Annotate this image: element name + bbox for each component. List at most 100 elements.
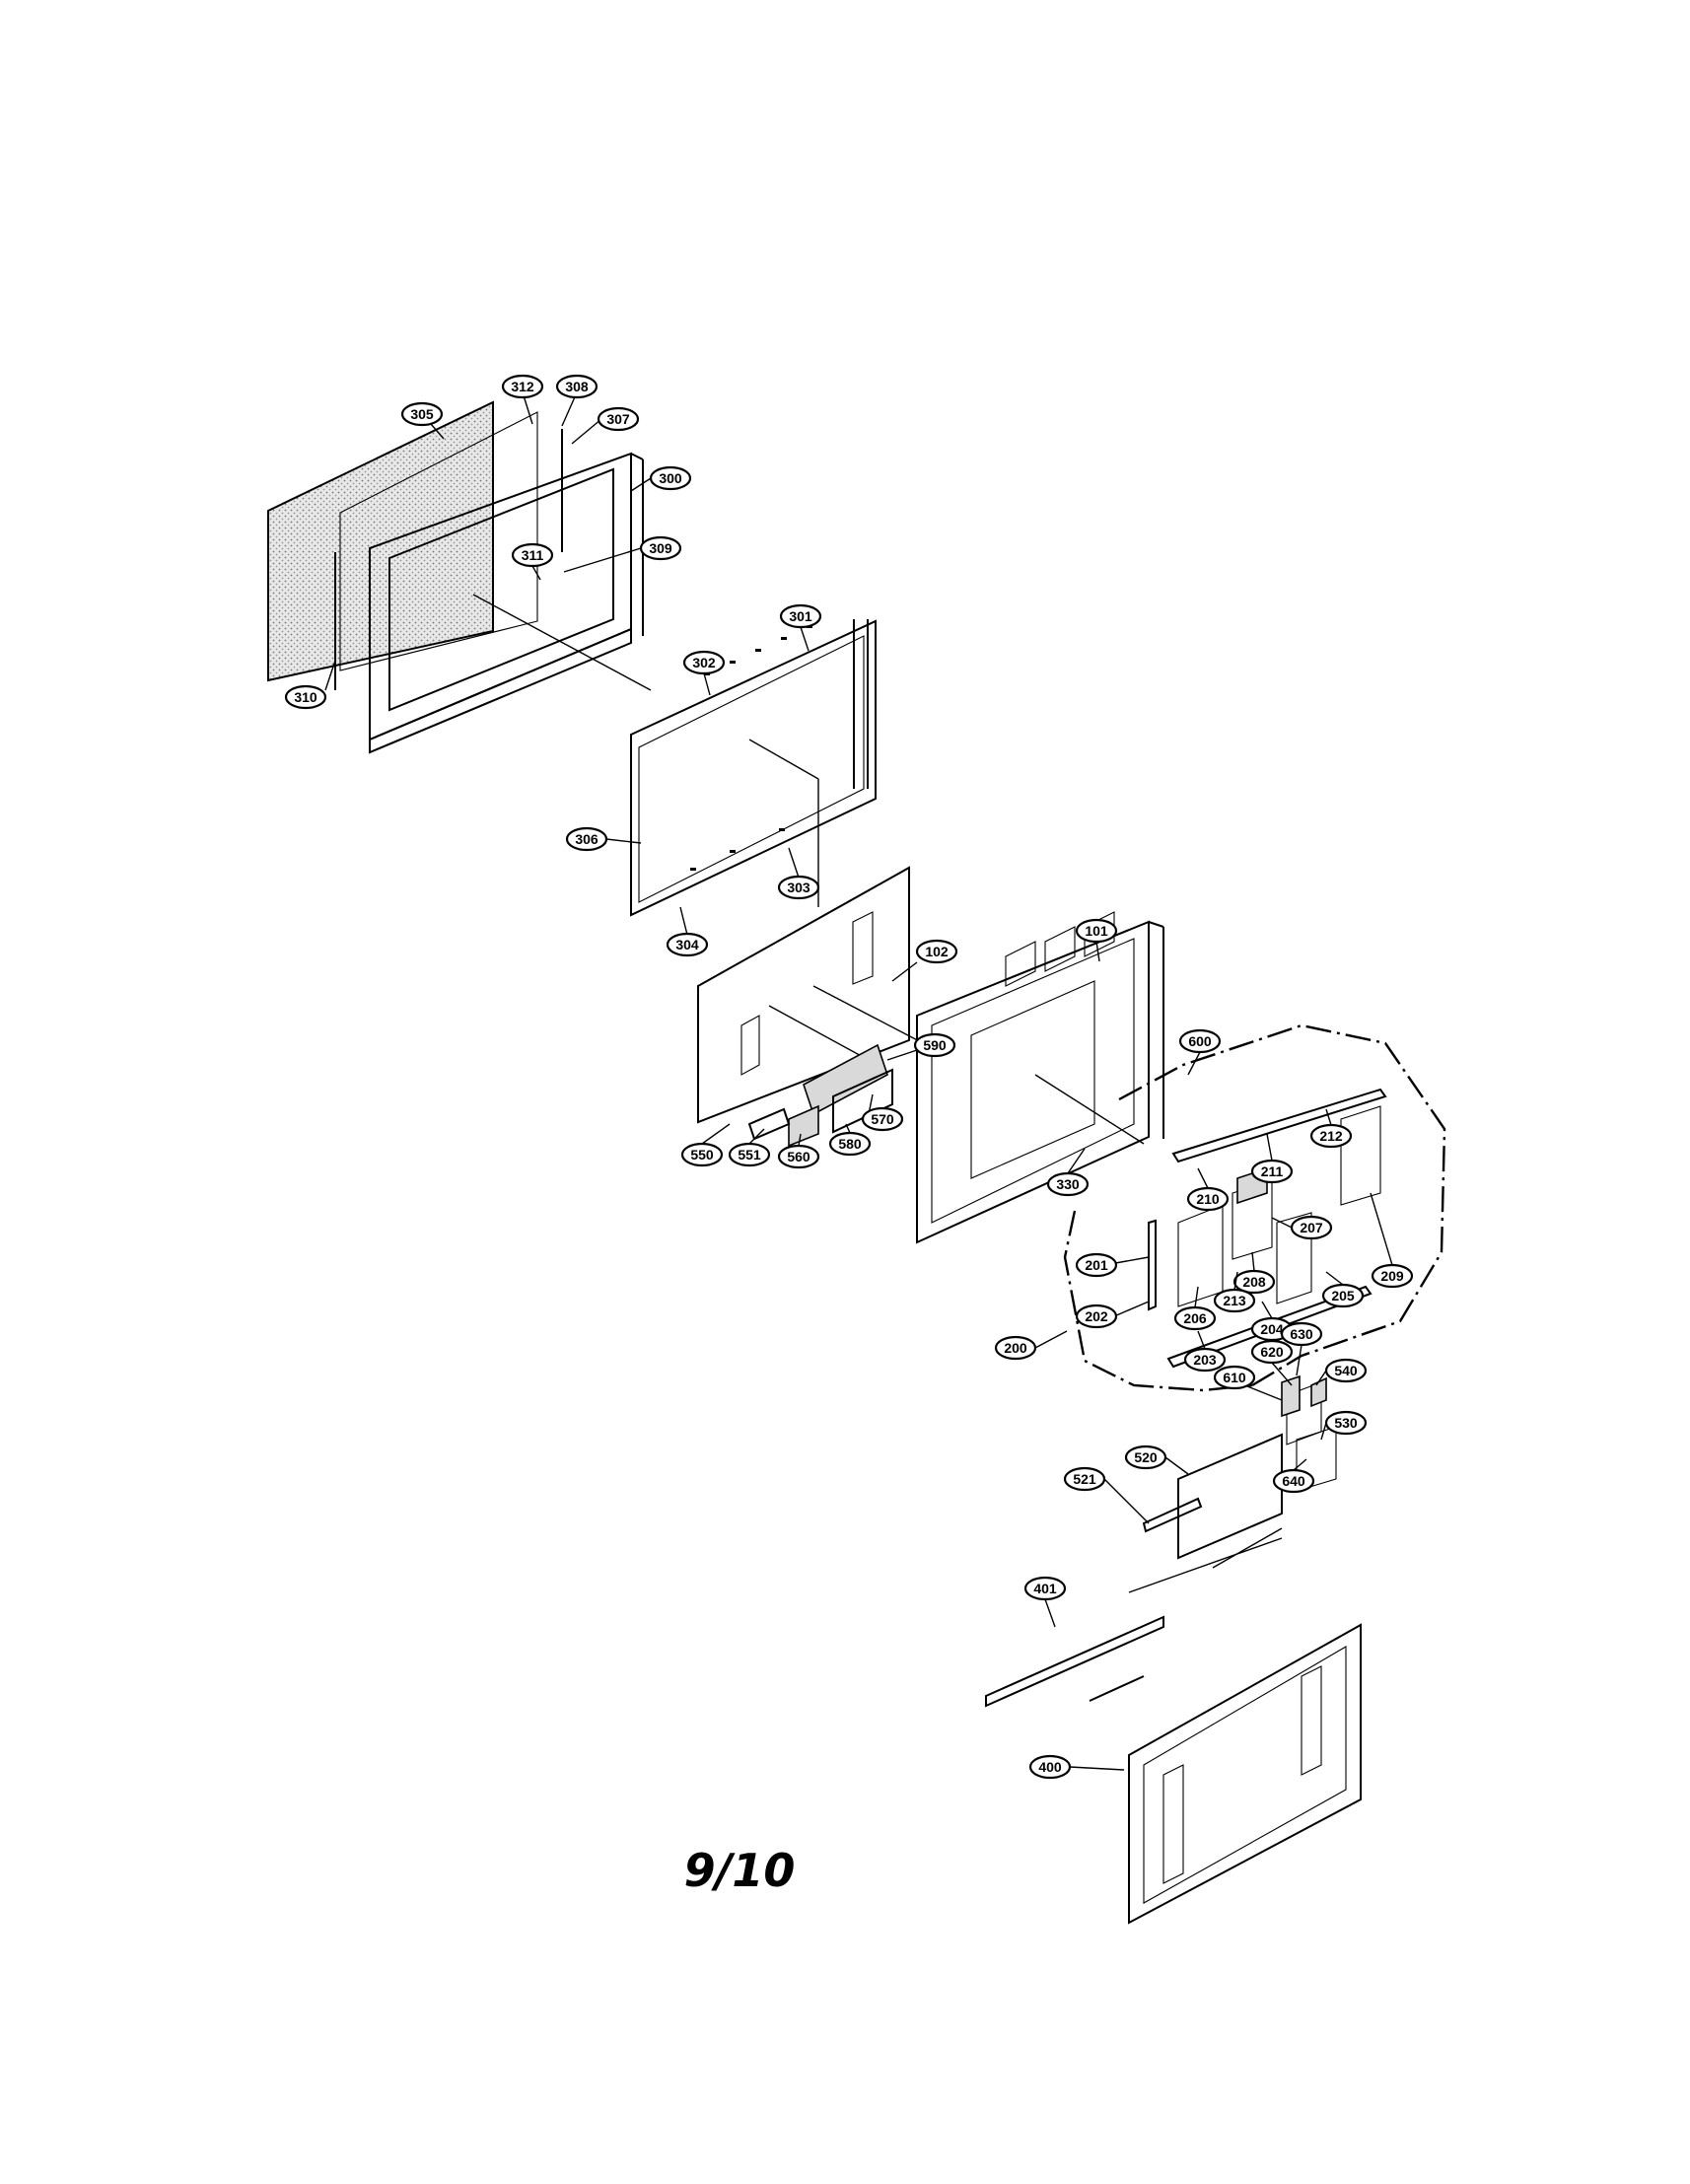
callout-400: 400 [1028,1754,1125,1780]
svg-text:203: 203 [1193,1352,1217,1368]
svg-text:213: 213 [1223,1293,1246,1308]
callout-305: 305 [400,401,445,440]
svg-text:303: 303 [787,880,810,895]
svg-text:212: 212 [1319,1128,1343,1144]
callout-620: 620 [1250,1339,1294,1386]
svg-text:580: 580 [838,1136,862,1152]
callout-303: 303 [777,847,820,900]
svg-text:540: 540 [1334,1363,1358,1378]
callout-304: 304 [666,906,709,957]
callout-309: 309 [563,535,682,573]
svg-text:302: 302 [692,655,716,670]
svg-text:205: 205 [1331,1288,1355,1303]
speaker-bracket-101 [1005,911,1115,987]
callout-590: 590 [886,1032,956,1061]
callout-520: 520 [1124,1444,1189,1475]
board-stack-560-580 [747,1043,893,1148]
svg-text:101: 101 [1085,923,1108,939]
svg-text:309: 309 [649,540,672,556]
svg-text:312: 312 [511,379,534,394]
svg-text:300: 300 [659,470,682,486]
svg-text:400: 400 [1038,1759,1062,1775]
svg-text:551: 551 [738,1147,761,1162]
front-bezel [369,452,652,754]
svg-text:301: 301 [789,608,812,624]
callout-203: 203 [1183,1330,1227,1373]
callout-212: 212 [1309,1108,1353,1149]
rear-cover [1128,1623,1362,1925]
svg-text:211: 211 [1261,1163,1284,1179]
callout-311: 311 [511,542,554,581]
callout-600: 600 [1178,1028,1222,1076]
svg-text:590: 590 [923,1037,947,1053]
callout-206: 206 [1173,1286,1217,1331]
callout-551: 551 [728,1128,771,1167]
callout-540: 540 [1315,1358,1368,1386]
svg-text:207: 207 [1300,1220,1323,1235]
svg-text:206: 206 [1183,1310,1207,1326]
svg-text:307: 307 [606,411,630,427]
front-glass-panel [267,400,494,682]
svg-text:610: 610 [1223,1370,1246,1385]
svg-text:308: 308 [565,379,589,394]
callout-200: 200 [994,1330,1068,1361]
svg-text:521: 521 [1073,1471,1096,1487]
svg-text:311: 311 [522,547,544,563]
board-set-600 [1281,1374,1337,1492]
svg-text:600: 600 [1188,1033,1212,1049]
callout-209: 209 [1370,1192,1414,1289]
callout-300: 300 [630,465,692,492]
callout-101: 101 [1075,918,1118,962]
svg-text:304: 304 [675,937,699,952]
callout-610: 610 [1213,1365,1283,1401]
svg-text:560: 560 [787,1149,810,1164]
callout-205: 205 [1321,1271,1365,1308]
rear-bracket-401 [985,1537,1283,1708]
callout-550: 550 [680,1123,731,1167]
callout-102: 102 [891,939,958,982]
callout-640: 640 [1272,1458,1315,1494]
callout-308: 308 [555,374,599,427]
callout-201: 201 [1075,1252,1150,1278]
callout-630: 630 [1280,1321,1323,1376]
callout-211: 211 [1250,1133,1294,1184]
callout-310: 310 [284,660,336,710]
board-520 [1142,1433,1283,1569]
svg-text:208: 208 [1242,1274,1266,1290]
svg-text:102: 102 [925,944,949,959]
callout-530: 530 [1320,1410,1368,1441]
svg-text:401: 401 [1033,1581,1057,1596]
svg-text:640: 640 [1282,1473,1305,1489]
callout-560: 560 [777,1133,820,1169]
svg-text:330: 330 [1056,1176,1080,1192]
callout-580: 580 [828,1123,872,1157]
callout-210: 210 [1186,1167,1230,1212]
svg-text:570: 570 [871,1111,894,1127]
svg-text:310: 310 [294,689,317,705]
callout-301: 301 [779,603,822,652]
svg-text:204: 204 [1260,1321,1284,1337]
board-group-outline [1063,1023,1446,1392]
callout-302: 302 [682,650,726,696]
callout-570: 570 [861,1093,904,1132]
callout-401: 401 [1023,1576,1067,1628]
svg-text:530: 530 [1334,1415,1358,1431]
callout-330: 330 [1046,1148,1090,1197]
svg-text:520: 520 [1134,1449,1158,1465]
svg-text:620: 620 [1260,1344,1284,1360]
svg-text:201: 201 [1085,1257,1108,1273]
callout-208: 208 [1232,1251,1276,1295]
svg-text:306: 306 [575,831,599,847]
svg-text:202: 202 [1085,1308,1108,1324]
callout-521: 521 [1063,1466,1150,1524]
svg-text:550: 550 [690,1147,714,1162]
svg-text:630: 630 [1290,1326,1313,1342]
callout-312: 312 [501,374,544,425]
svg-text:305: 305 [410,406,434,422]
callout-202: 202 [1075,1301,1150,1329]
callout-207: 207 [1271,1215,1333,1240]
svg-text:209: 209 [1380,1268,1404,1284]
callout-306: 306 [565,826,642,852]
main-frame [916,920,1164,1244]
